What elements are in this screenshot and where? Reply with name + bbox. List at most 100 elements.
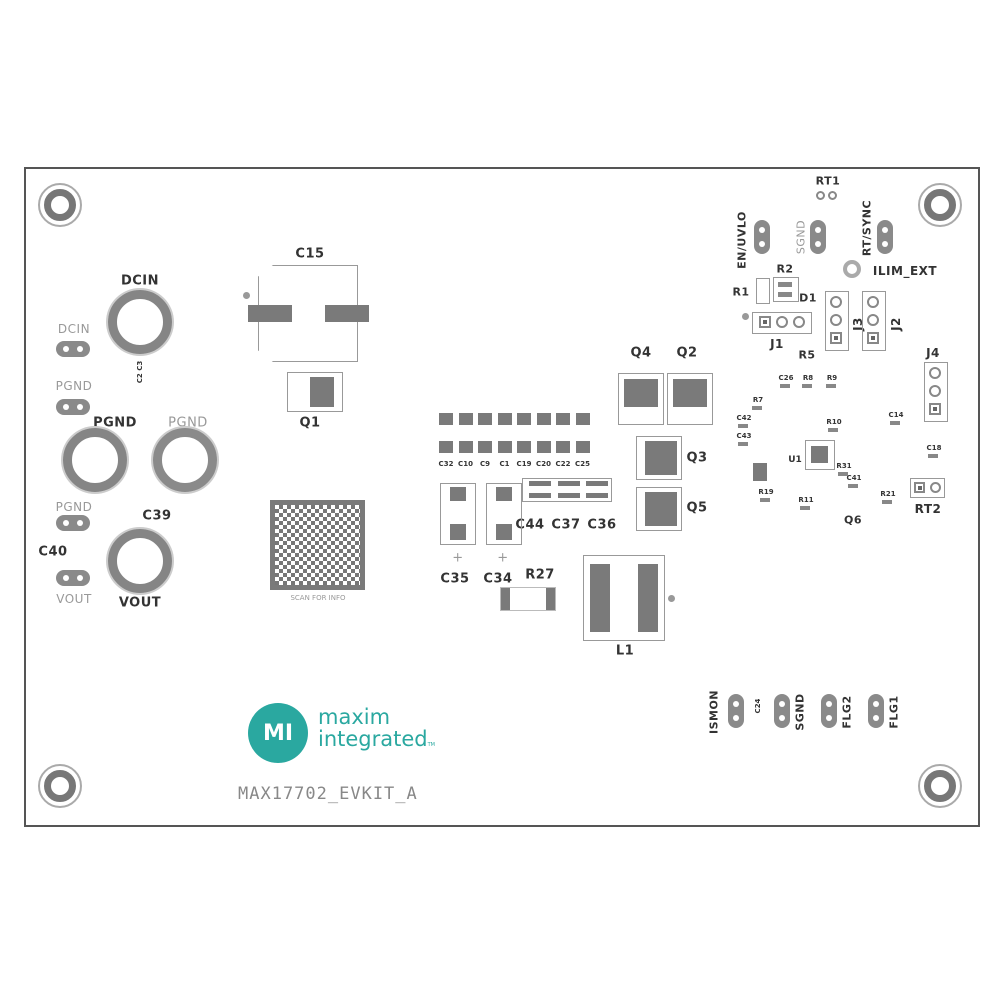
l1-label: L1 xyxy=(615,643,635,659)
capacitor-pad xyxy=(439,413,453,425)
j1-label: J1 xyxy=(770,337,784,351)
ismon-pad[interactable] xyxy=(728,694,744,728)
c15-pad xyxy=(325,305,369,322)
capacitor-pad xyxy=(517,441,531,453)
smd-part xyxy=(890,421,900,425)
rt1-label: RT1 xyxy=(815,174,841,188)
dcin-pad[interactable] xyxy=(56,341,90,357)
pgnd-label-2: PGND xyxy=(168,415,208,431)
dcin-small-label: DCIN xyxy=(57,322,91,336)
part-label: R19 xyxy=(758,488,774,496)
c40-label: C40 xyxy=(38,544,68,560)
pgnd-small-label-2: PGND xyxy=(55,500,93,514)
smd-part xyxy=(738,442,748,446)
capacitor-label: C32 xyxy=(438,460,454,468)
q5-footprint xyxy=(636,487,682,531)
capacitor-pad xyxy=(497,441,512,453)
logo-mark: MI xyxy=(262,720,294,746)
rt1-pad xyxy=(828,191,837,200)
mounting-hole xyxy=(918,183,962,227)
q4-footprint xyxy=(618,373,664,425)
capacitor-pad xyxy=(556,441,570,453)
q1-footprint xyxy=(287,372,343,412)
q6-label: Q6 xyxy=(843,513,863,527)
c37-label: C37 xyxy=(551,517,581,533)
smd-part xyxy=(780,384,790,388)
capacitor-label: C1 xyxy=(499,460,510,468)
capacitor-pad xyxy=(497,413,512,425)
flg1-label: FLG1 xyxy=(887,695,901,729)
pgnd-pad[interactable] xyxy=(56,399,90,415)
smd-part xyxy=(928,454,938,458)
flg2-label: FLG2 xyxy=(840,695,854,729)
sgnd-pad[interactable] xyxy=(774,694,790,728)
part-label: C43 xyxy=(736,432,752,440)
pin1-marker xyxy=(668,595,675,602)
part-label: C26 xyxy=(778,374,794,382)
capacitor-pad xyxy=(536,441,551,453)
r27-footprint xyxy=(500,587,556,611)
q2-label: Q2 xyxy=(676,345,698,361)
maxim-logo-icon: MI xyxy=(248,703,308,763)
c2-c3-label: C2 C3 xyxy=(136,360,144,384)
c15-label: C15 xyxy=(295,246,325,262)
capacitor-label: C25 xyxy=(575,460,590,468)
j2-label: J2 xyxy=(889,317,903,331)
capacitor-pad xyxy=(536,413,551,425)
pgnd-pad-2[interactable] xyxy=(56,515,90,531)
capacitor-pad xyxy=(517,413,531,425)
vout-terminal[interactable] xyxy=(108,529,172,593)
mounting-hole xyxy=(918,764,962,808)
q4-label: Q4 xyxy=(630,345,652,361)
rt-sync-pad[interactable] xyxy=(877,220,893,254)
ilim-ext-testpoint[interactable] xyxy=(843,260,861,278)
part-label: R10 xyxy=(826,418,842,426)
part-label: R9 xyxy=(826,374,838,382)
q3-footprint xyxy=(636,436,682,480)
capacitor-label: C22 xyxy=(555,460,571,468)
polarity-mark: + xyxy=(497,550,509,566)
dcin-label: DCIN xyxy=(120,273,160,289)
board-name: MAX17702_EVKIT_A xyxy=(238,784,418,804)
vout-pad[interactable] xyxy=(56,570,90,586)
smd-part xyxy=(828,428,838,432)
flg2-pad[interactable] xyxy=(821,694,837,728)
mounting-hole xyxy=(38,764,82,808)
j1-header[interactable] xyxy=(752,312,812,334)
vout-small-label: VOUT xyxy=(56,592,92,606)
c35-label: C35 xyxy=(440,571,470,587)
pin1-marker xyxy=(742,313,749,320)
r1-footprint xyxy=(756,278,770,304)
qr-caption: SCAN FOR INFO xyxy=(290,594,346,602)
rt-sync-label: RT/SYNC xyxy=(860,199,874,257)
flg1-pad[interactable] xyxy=(868,694,884,728)
pgnd-terminal-2[interactable] xyxy=(153,428,217,492)
smd-part xyxy=(848,484,858,488)
c35-footprint xyxy=(440,483,476,545)
vout-label: VOUT xyxy=(118,595,162,611)
capacitor-label: C20 xyxy=(536,460,551,468)
r2-d1-footprint xyxy=(773,277,799,302)
part-label: C41 xyxy=(846,474,862,482)
u1-label: U1 xyxy=(788,455,802,465)
dcin-terminal[interactable] xyxy=(108,290,172,354)
smd-part xyxy=(752,406,762,410)
sgnd-top-pad[interactable] xyxy=(810,220,826,254)
c39-label: C39 xyxy=(142,508,172,524)
capacitor-pad xyxy=(556,413,570,425)
q3-label: Q3 xyxy=(686,450,708,466)
q2-footprint xyxy=(667,373,713,425)
rt2-footprint xyxy=(910,478,945,498)
q5-label: Q5 xyxy=(686,500,708,516)
r27-label: R27 xyxy=(525,567,555,583)
pgnd-terminal[interactable] xyxy=(63,428,127,492)
part-label: R7 xyxy=(752,396,764,404)
en-uvlo-pad[interactable] xyxy=(754,220,770,254)
sgnd-label: SGND xyxy=(793,693,807,731)
j2-header[interactable] xyxy=(862,291,886,351)
j4-header[interactable] xyxy=(924,362,948,422)
r5-label: R5 xyxy=(798,348,816,362)
capacitor-pad xyxy=(575,413,590,425)
j3-header[interactable] xyxy=(825,291,849,351)
